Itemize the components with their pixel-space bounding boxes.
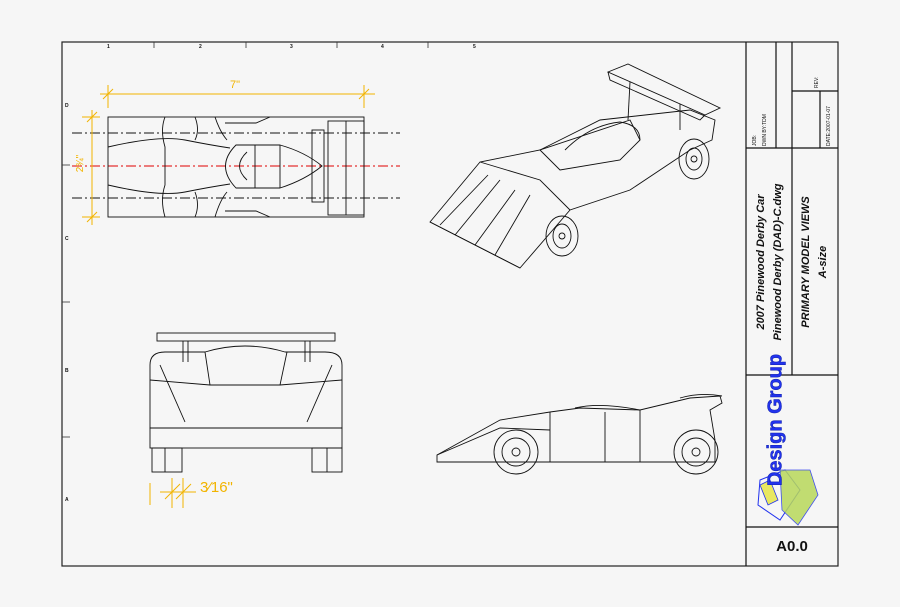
border-ticks <box>62 42 429 438</box>
project-title: 2007 Pinewood Derby Car <box>755 194 767 330</box>
top-view <box>72 116 400 218</box>
isometric-view <box>429 63 722 269</box>
sheet-border <box>61 41 839 567</box>
sheet-size: A-size <box>817 245 829 279</box>
front-view <box>149 332 343 473</box>
row-marker: A <box>65 497 69 503</box>
side-view <box>436 393 723 475</box>
view-title: PRIMARY MODEL VIEWS <box>800 196 812 328</box>
row-marker: D <box>65 103 69 109</box>
wheel-offset-dimension: 3⁄16" <box>200 479 233 496</box>
front-view-dimensions <box>149 478 196 508</box>
column-marker: 1 <box>107 44 110 50</box>
rev-label: REV: <box>814 76 820 88</box>
design-group-logo <box>757 469 819 526</box>
column-marker: 2 <box>199 44 202 50</box>
row-marker: B <box>65 368 69 374</box>
top-view-dimensions <box>82 85 375 225</box>
sheet-number: A0.0 <box>776 538 808 555</box>
column-marker: 5 <box>473 44 476 50</box>
drawn-by: DWN BY:TDM <box>762 114 768 146</box>
row-marker: C <box>65 236 69 242</box>
file-name: Pinewood Derby (DAD)-C.dwg <box>772 183 784 341</box>
length-dimension: 7" <box>230 79 241 91</box>
date: DATE:2007-01-07 <box>826 106 832 146</box>
width-dimension: 2¾" <box>75 154 87 173</box>
column-marker: 4 <box>381 44 384 50</box>
title-block <box>745 42 838 566</box>
column-marker: 3 <box>290 44 293 50</box>
logo-text: Design Group <box>764 353 787 487</box>
job-label: JOB: <box>752 134 758 146</box>
